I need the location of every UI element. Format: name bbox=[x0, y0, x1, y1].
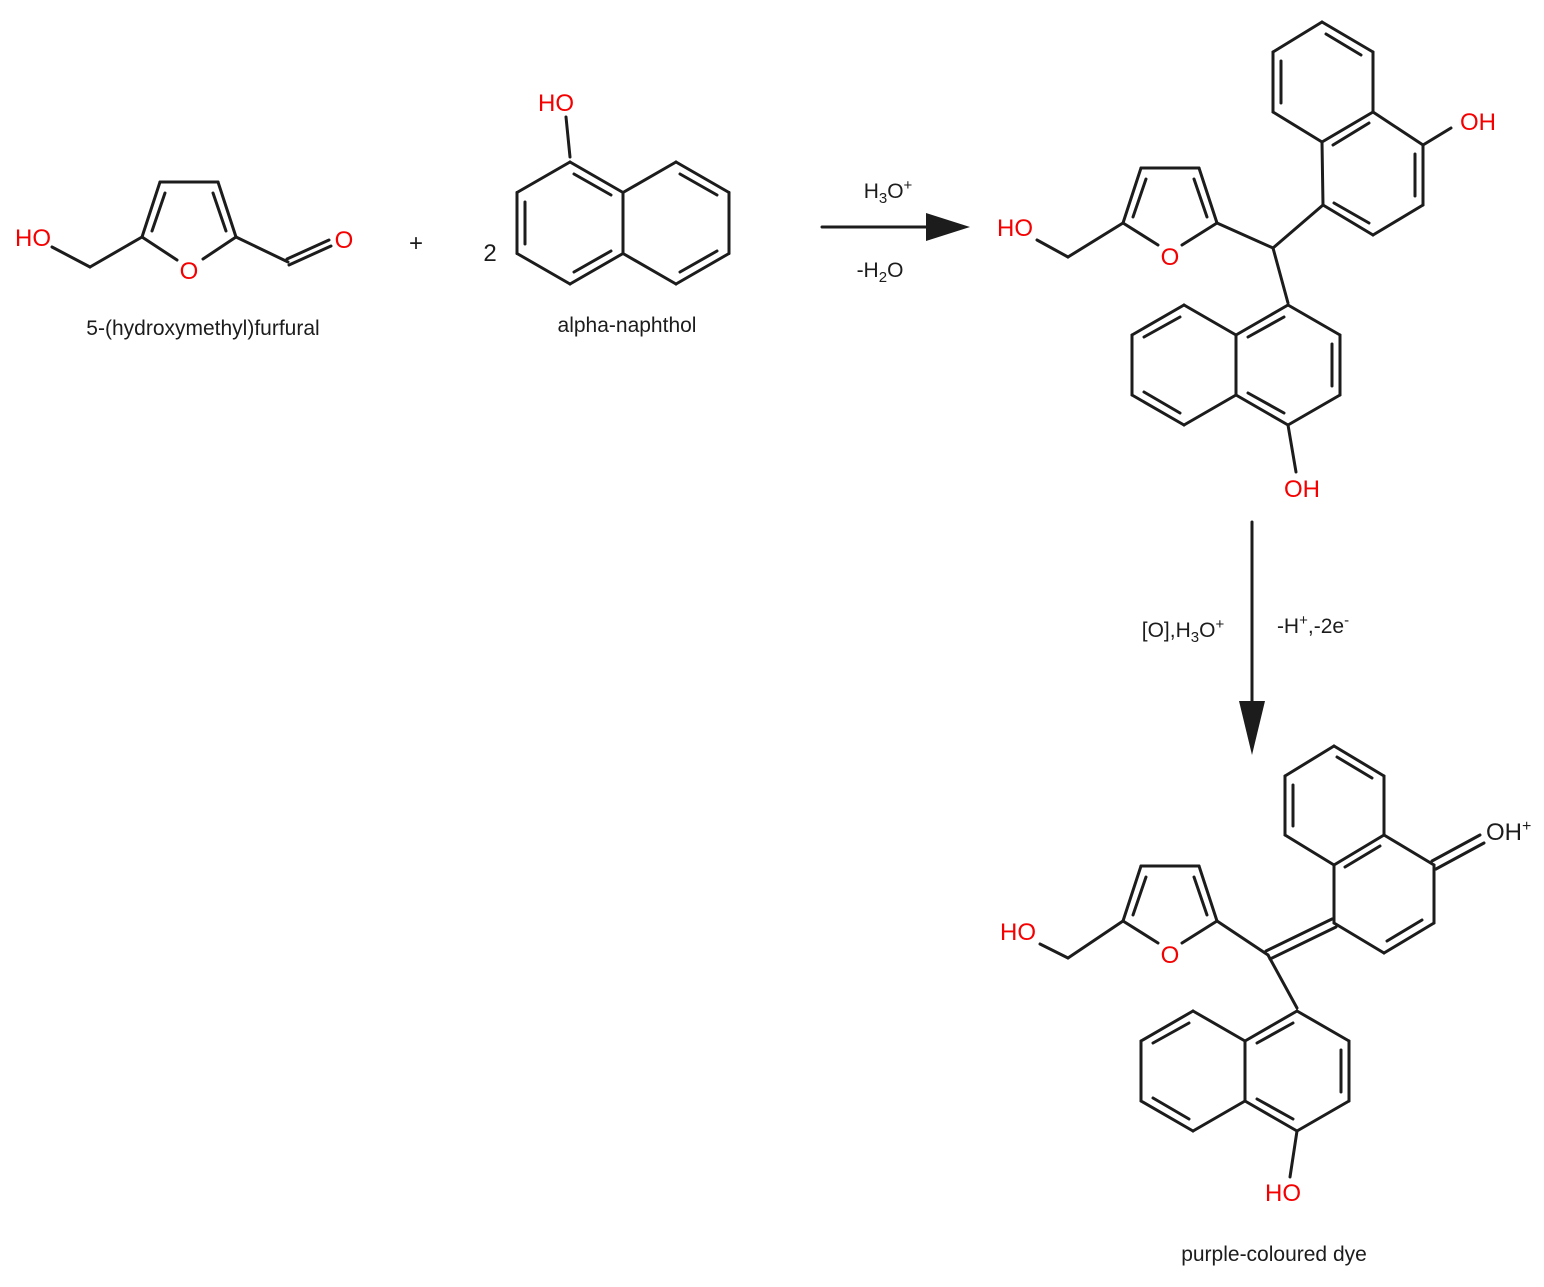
oxidation-byproduct-label: -H+,-2e- bbox=[1277, 612, 1349, 638]
stoichiometric-coefficient: 2 bbox=[483, 240, 496, 267]
hmf-ho-label: HO bbox=[15, 225, 51, 252]
intermediate-bottom-oh-label: OH bbox=[1284, 476, 1320, 503]
oxidation-arrow: [O],H3O+ -H+,-2e- bbox=[1142, 520, 1349, 755]
naphthol-ho-label: HO bbox=[538, 90, 574, 117]
oxidation-reagent-label: [O],H3O+ bbox=[1142, 616, 1225, 646]
intermediate-structure: HO O OH OH bbox=[997, 20, 1496, 503]
intermediate-ho-label: HO bbox=[997, 215, 1033, 242]
intermediate-furan-o-label: O bbox=[1161, 244, 1180, 271]
dye-name: purple-coloured dye bbox=[1181, 1243, 1367, 1266]
reaction-arrow-right-icon bbox=[926, 213, 970, 241]
dye-ho-label: HO bbox=[1000, 919, 1036, 946]
alpha-naphthol-structure: HO alpha-naphthol bbox=[515, 90, 731, 337]
dye-furan-o-label: O bbox=[1161, 942, 1180, 969]
condensation-byproduct-label: -H2O bbox=[857, 259, 904, 286]
alpha-naphthol-name: alpha-naphthol bbox=[558, 314, 697, 337]
reaction-arrow-down-icon bbox=[1239, 701, 1265, 755]
condensation-arrow: H3O+ -H2O bbox=[820, 177, 970, 286]
plus-sign: + bbox=[409, 230, 423, 257]
intermediate-top-oh-label: OH bbox=[1460, 109, 1496, 136]
dye-bottom-ho-label: HO bbox=[1265, 1180, 1301, 1207]
condensation-reagent-label: H3O+ bbox=[864, 177, 913, 207]
hmf-structure: HO O O 5-(hydroxymethyl)furfural bbox=[15, 180, 354, 340]
dye-structure: HO O OH+ HO purple-coloured dye bbox=[1000, 744, 1531, 1266]
dye-oh-plus-label: OH+ bbox=[1486, 818, 1531, 846]
hmf-aldehyde-o-label: O bbox=[335, 227, 354, 254]
hmf-furan-o-label: O bbox=[180, 258, 199, 285]
hmf-name: 5-(hydroxymethyl)furfural bbox=[86, 317, 319, 340]
